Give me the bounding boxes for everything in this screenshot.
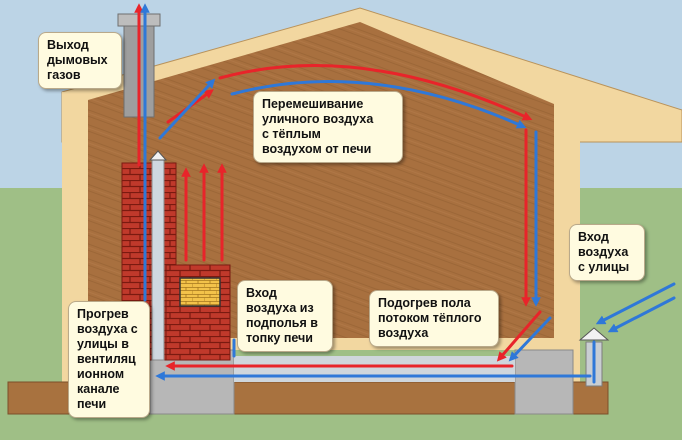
foundation-block-left bbox=[149, 349, 235, 415]
stove-vent-cap bbox=[148, 150, 168, 161]
stove-to-roof-blue bbox=[158, 78, 216, 140]
label-vent-channel-heating: Прогрев воздуха с улицы в вентиляц ионно… bbox=[68, 301, 150, 418]
stove-vent-channel bbox=[151, 159, 165, 361]
outside-air-arrow-2 bbox=[607, 296, 676, 333]
label-outside-air-inlet: Вход воздуха с улицы bbox=[569, 224, 645, 281]
airflow-arrows bbox=[134, 3, 676, 384]
to-floor-red bbox=[496, 310, 542, 362]
label-subfloor-air-to-stove: Вход воздуха из подполья в топку печи bbox=[237, 280, 333, 352]
outside-air-arrow-1 bbox=[595, 282, 676, 325]
ceiling-flow-blue bbox=[230, 80, 527, 129]
label-floor-heating: Подогрев пола потоком тёплого воздуха bbox=[369, 290, 499, 347]
label-air-mixing: Перемешивание уличного воздуха с тёплым … bbox=[253, 91, 403, 163]
label-smoke-exit: Выход дымовых газов bbox=[38, 32, 122, 89]
to-floor-blue bbox=[508, 316, 552, 362]
firebox-door bbox=[179, 277, 221, 307]
ceiling-flow-red bbox=[218, 64, 533, 121]
foundation-block-right bbox=[514, 349, 574, 415]
outside-vent-cap bbox=[578, 327, 610, 341]
subfloor-void bbox=[234, 356, 515, 382]
